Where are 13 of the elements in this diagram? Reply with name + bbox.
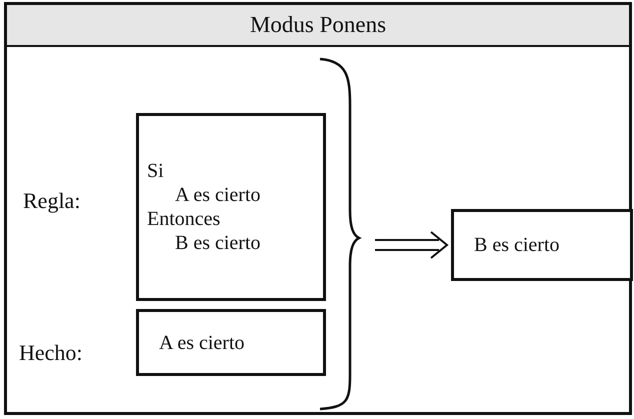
row-label: Hecho: (19, 340, 83, 366)
statement-text: A es cierto (174, 183, 262, 207)
statement-text: B es cierto (174, 231, 262, 255)
statement-text: Entonces (147, 207, 222, 231)
statement-box (136, 309, 326, 376)
statement-box (136, 113, 326, 301)
statement-text: A es cierto (159, 330, 246, 354)
row-label: Regla: (23, 188, 80, 214)
statement-text: Si (147, 159, 165, 183)
statement-text: B es cierto (474, 233, 561, 257)
statement-box (451, 209, 633, 281)
diagram-title: Modus Ponens (250, 12, 386, 38)
double-arrow (374, 231, 449, 259)
